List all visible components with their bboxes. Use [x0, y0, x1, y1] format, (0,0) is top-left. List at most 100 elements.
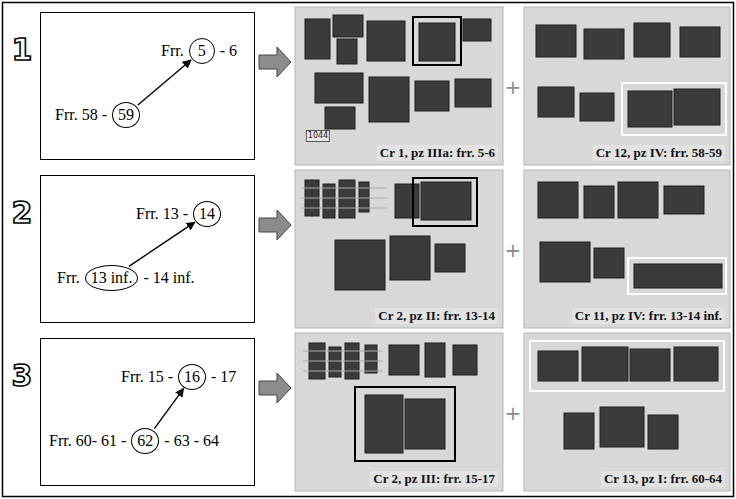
- fragment-text: - 14 inf.: [143, 268, 194, 288]
- glass-line: [301, 188, 387, 189]
- circled-number: 5: [189, 38, 215, 64]
- highlight-frame: [530, 341, 724, 391]
- block-arrow: [259, 373, 291, 403]
- papyrus-fragment: [584, 186, 614, 218]
- papyrus-fragment: [335, 240, 385, 290]
- circled-number: 16: [178, 364, 206, 390]
- circled-text: 59: [118, 105, 134, 125]
- papyrus-fragment: [580, 93, 614, 121]
- papyrus-photo: [524, 333, 730, 491]
- glass-line: [303, 371, 383, 372]
- photo-caption: Cr 2, pz II: frr. 13-14: [375, 308, 498, 324]
- papyrus-fragment: [536, 25, 576, 57]
- papyrus-fragment: [455, 79, 491, 107]
- papyrus-fragment: [339, 180, 355, 218]
- papyrus-fragment: [365, 345, 377, 373]
- papyrus-fragment: [463, 19, 491, 41]
- papyrus-photo: [295, 7, 503, 165]
- papyrus-fragment: [600, 407, 644, 447]
- papyrus-fragment: [305, 15, 491, 129]
- papyrus-photo: [295, 333, 503, 491]
- highlight-frame: [413, 178, 477, 226]
- circled-text: 13 inf.: [91, 268, 133, 288]
- papyrus-fragment: [540, 242, 590, 282]
- circled-number: 14: [193, 201, 221, 227]
- papyrus-photo: [295, 333, 503, 491]
- photo-panel: Cr 2, pz III: frr. 15-17: [295, 333, 503, 491]
- papyrus-fragment: [536, 23, 720, 127]
- papyrus-fragment: [594, 248, 624, 278]
- papyrus-fragment: [305, 180, 471, 290]
- glass-line: [303, 351, 383, 371]
- papyrus-fragment: [634, 23, 670, 57]
- photo-caption: Cr 1, pz IIIa: frr. 5-6: [377, 145, 498, 161]
- papyrus-fragment: [680, 27, 720, 57]
- connector-arrow: [129, 222, 195, 266]
- papyrus-fragment: [369, 77, 409, 122]
- papyrus-fragment: [648, 415, 678, 449]
- outer-frame: [3, 3, 734, 497]
- photo-panel: Cr 12, pz IV: frr. 58-59: [524, 7, 730, 165]
- papyrus-fragment: [395, 184, 419, 218]
- fragment-text: Frr.: [57, 268, 80, 288]
- papyrus-fragment: [674, 89, 720, 125]
- fragment-text: - 63 - 64: [164, 431, 219, 451]
- papyrus-photo: [524, 333, 730, 491]
- fragment-text: - 17: [211, 367, 236, 387]
- fragment-list-box: Frr.- 6Frr. 58 -559: [40, 12, 255, 160]
- papyrus-fragment: [333, 15, 363, 37]
- photo-caption: Cr 11, pz IV: frr. 13-14 inf.: [572, 308, 725, 324]
- fragment-text: Frr. 58 -: [55, 105, 107, 125]
- papyrus-photo: [524, 7, 730, 165]
- fragment-list-box: Frr. 13 -Frr.- 14 inf.1413 inf.: [40, 175, 255, 323]
- connector-arrow: [138, 60, 191, 105]
- papyrus-fragment: [564, 413, 594, 449]
- papyrus-photo: [295, 170, 503, 328]
- plus-sign: +: [505, 239, 522, 261]
- glass-line: [301, 208, 387, 209]
- papyrus-fragment: [315, 73, 363, 103]
- papyrus-fragment: [415, 81, 449, 111]
- photo-caption: Cr 12, pz IV: frr. 58-59: [593, 145, 725, 161]
- papyrus-fragment: [582, 347, 628, 381]
- papyrus-fragment: [367, 21, 405, 61]
- papyrus-fragment: [435, 244, 465, 272]
- inventory-number: 1044: [306, 130, 330, 142]
- connector-arrow: [154, 389, 183, 429]
- highlight-frame: [413, 17, 461, 65]
- papyrus-fragment: [538, 182, 722, 288]
- papyrus-fragment: [419, 23, 455, 61]
- papyrus-fragment: [421, 182, 471, 220]
- papyrus-fragment: [337, 39, 357, 64]
- photo-panel: Cr 11, pz IV: frr. 13-14 inf.: [524, 170, 730, 328]
- papyrus-fragment: [630, 349, 670, 381]
- glass-line: [301, 188, 387, 208]
- papyrus-fragment: [584, 29, 624, 59]
- papyrus-fragment: [664, 186, 704, 214]
- fragment-text: Frr. 60- 61 -: [49, 431, 126, 451]
- block-arrow: [259, 210, 291, 240]
- papyrus-fragment: [618, 182, 658, 218]
- papyrus-fragment: [634, 264, 722, 288]
- fragment-text: Frr.: [161, 41, 184, 61]
- plus-sign: +: [505, 76, 522, 98]
- photo-panel: Cr 2, pz II: frr. 13-14: [295, 170, 503, 328]
- papyrus-photo: [524, 7, 730, 165]
- highlight-frame: [622, 83, 726, 135]
- papyrus-fragment: [453, 345, 477, 375]
- papyrus-fragment: [538, 182, 578, 218]
- fragment-list-box: Frr. 15 -- 17Frr. 60- 61 -- 63 - 641662: [40, 338, 255, 486]
- plus-sign: +: [505, 402, 522, 424]
- glass-line: [301, 198, 387, 199]
- papyrus-fragment: [674, 347, 718, 381]
- glass-line: [303, 351, 383, 352]
- papyrus-fragment: [309, 343, 477, 453]
- papyrus-photo: [524, 170, 730, 328]
- row-number: 2: [12, 196, 33, 230]
- circled-number: 13 inf.: [85, 265, 139, 291]
- papyrus-fragment: [538, 347, 718, 449]
- fragment-text: Frr. 15 -: [121, 367, 173, 387]
- circled-number: 59: [112, 102, 140, 128]
